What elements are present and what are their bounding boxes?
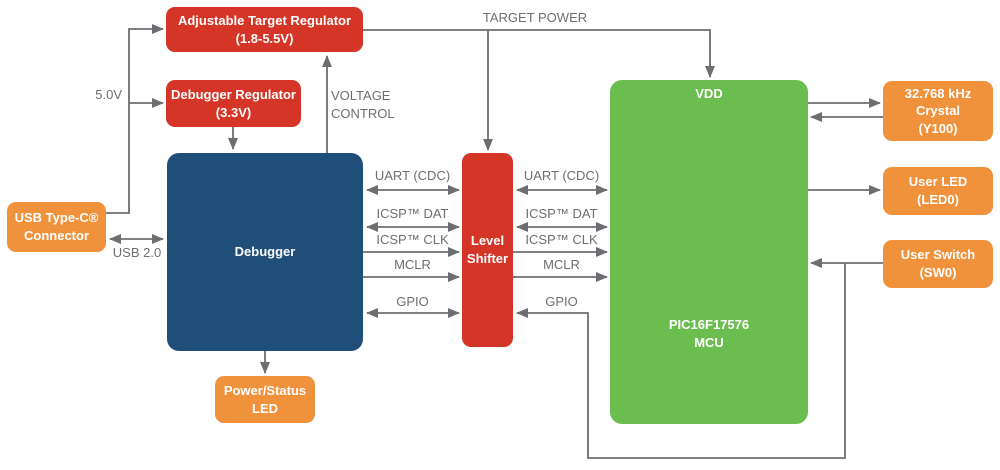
- label-voltage-control: CONTROL: [331, 106, 395, 121]
- wire-5v: [106, 24, 164, 214]
- block-user-led: User LED (LED0): [883, 167, 993, 215]
- block-label: Shifter: [466, 251, 509, 266]
- block-label: PIC16F17576: [668, 317, 750, 332]
- block-crystal: 32.768 kHz Crystal (Y100): [883, 81, 993, 141]
- block-label: Power/Status: [223, 382, 307, 398]
- block-debugger: Debugger: [167, 153, 363, 351]
- label-uart-cdc-left: UART (CDC): [374, 168, 451, 183]
- block-label: User LED: [908, 174, 968, 190]
- label-icsp-dat-right: ICSP™ DAT: [525, 206, 598, 221]
- mcu-vdd-pin-label: VDD: [695, 86, 723, 101]
- block-usb-type-c-connector: USB Type-C® Connector: [7, 202, 106, 252]
- label-icsp-dat-left: ICSP™ DAT: [376, 206, 449, 221]
- block-label: (Y100): [918, 120, 958, 136]
- label-uart-cdc-right: UART (CDC): [523, 168, 600, 183]
- label-mclr-left: MCLR: [394, 257, 431, 272]
- block-label: LED: [252, 400, 278, 416]
- label-gpio-left: GPIO: [396, 294, 429, 309]
- block-label: Level: [470, 233, 505, 249]
- block-level-shifter: Level Shifter: [462, 153, 513, 347]
- label-target-power: TARGET POWER: [482, 10, 588, 25]
- block-label: User Switch: [900, 247, 976, 263]
- label-5v-supply: 5.0V: [95, 87, 122, 102]
- block-label: Adjustable Target Regulator: [177, 12, 352, 28]
- block-label: (1.8-5.5V): [235, 30, 294, 46]
- label-icsp-clk-left: ICSP™ CLK: [376, 232, 449, 247]
- block-mcu: VDD PIC16F17576 MCU: [610, 80, 808, 424]
- wire-gpio-right-wrap: [516, 263, 846, 459]
- block-label: (3.3V): [215, 104, 252, 120]
- block-debugger-regulator: Debugger Regulator (3.3V): [166, 80, 301, 127]
- block-label: Debugger Regulator: [171, 86, 296, 102]
- block-label: (SW0): [919, 265, 957, 280]
- block-adjustable-target-regulator: Adjustable Target Regulator (1.8-5.5V): [166, 7, 363, 52]
- block-power-status-led: Power/Status LED: [215, 376, 315, 423]
- label-mclr-right: MCLR: [543, 257, 580, 272]
- block-label: MCU: [694, 334, 724, 350]
- label-gpio-right: GPIO: [545, 294, 578, 309]
- mcu-part-number: PIC16F17576 MCU: [610, 316, 808, 351]
- label-usb-2-0: USB 2.0: [112, 245, 162, 260]
- label-icsp-clk-right: ICSP™ CLK: [525, 232, 598, 247]
- wire-target-power: [363, 29, 715, 78]
- block-label: (LED0): [917, 192, 959, 207]
- block-label: Debugger: [234, 244, 296, 260]
- label-voltage-control: VOLTAGE: [331, 88, 391, 103]
- block-label: 32.768 kHz: [904, 85, 972, 101]
- block-user-switch: User Switch (SW0): [883, 240, 993, 288]
- block-label: Crystal: [915, 103, 961, 119]
- block-label: Connector: [24, 228, 89, 243]
- block-label: USB Type-C®: [14, 210, 99, 226]
